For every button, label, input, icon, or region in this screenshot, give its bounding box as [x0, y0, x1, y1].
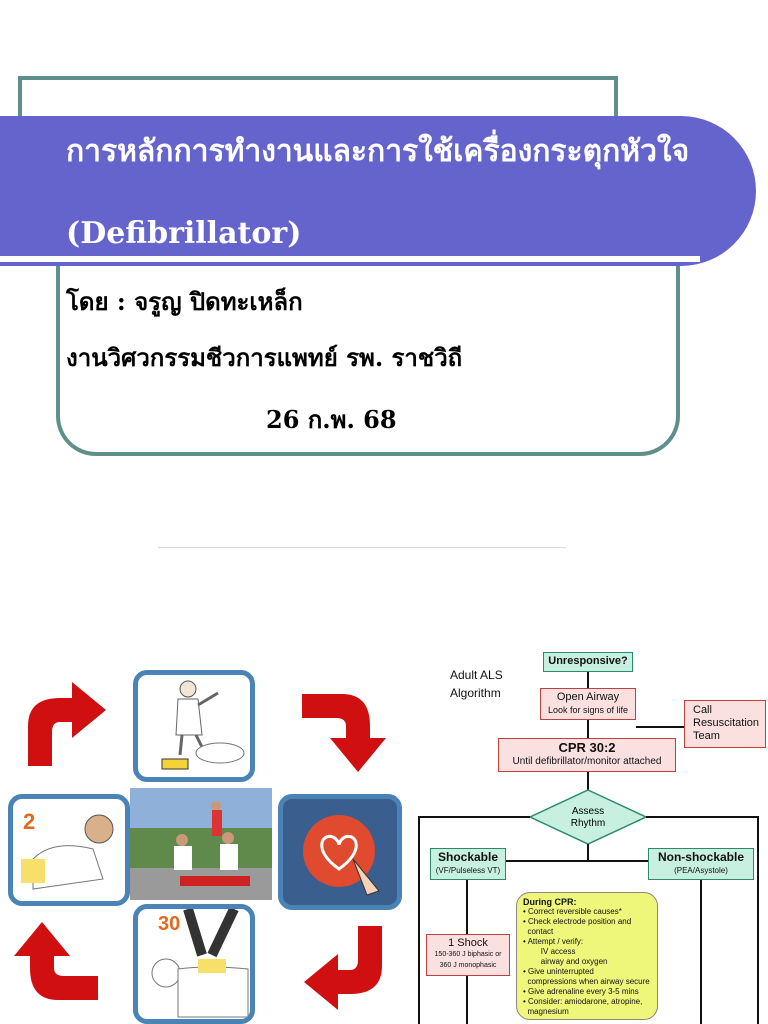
during-cpr-item: compressions when airway secure — [523, 977, 650, 986]
flow-line — [587, 672, 589, 688]
cpr-sub-label: Until defibrillator/monitor attached — [512, 756, 662, 767]
rescue-breath-icon — [21, 814, 114, 890]
title-banner — [0, 116, 756, 266]
compressions-count: 30 — [158, 913, 181, 935]
during-cpr-box: During CPR: • Correct reversible causes*… — [516, 892, 658, 1020]
node-nonshockable: Non-shockable (PEA/Asystole) — [648, 848, 754, 880]
during-cpr-item: • Give adrenaline every 3-5 mins — [523, 987, 639, 996]
node-shockable: Shockable (VF/Pulseless VT) — [430, 848, 506, 880]
call-team-line3: Team — [693, 730, 720, 742]
slide-title-line2: (Defibrillator) — [66, 216, 302, 251]
flow-line — [587, 720, 589, 738]
call-team-line2: Resuscitation — [693, 717, 760, 729]
slide-frame — [56, 240, 680, 456]
flow-line — [636, 726, 684, 728]
shockable-sub-label: (VF/Pulseless VT) — [435, 866, 501, 875]
flow-line — [466, 880, 468, 934]
node-shock: 1 Shock 150-360 J biphasic or 360 J mono… — [426, 934, 510, 976]
open-airway-label: Open Airway — [556, 691, 620, 703]
chest-compression-icon — [151, 909, 249, 1018]
during-cpr-title: During CPR: — [523, 897, 577, 907]
arrow-down-right-icon — [302, 694, 386, 772]
node-open-airway: Open Airway Look for signs of life — [540, 688, 636, 720]
during-cpr-item: magnesium — [523, 1007, 569, 1016]
flow-line — [646, 816, 758, 818]
flow-line — [418, 816, 530, 818]
node-unresponsive: Unresponsive? — [543, 652, 633, 672]
flow-line — [587, 772, 589, 790]
page-divider — [158, 547, 566, 548]
flow-line — [418, 816, 420, 1024]
cpr-photo — [130, 788, 272, 900]
flow-line — [757, 816, 759, 1024]
shock-sub-line2: 360 J monophasic — [439, 962, 497, 969]
during-cpr-item: IV access — [523, 947, 576, 956]
panel-rescue-breaths: 2 — [8, 794, 130, 906]
during-cpr-item: • Give uninterrupted — [523, 967, 594, 976]
arrow-up-left-icon — [14, 922, 98, 1000]
shockable-label: Shockable — [437, 850, 499, 864]
cpr-label: CPR 30:2 — [558, 740, 616, 755]
flow-line — [466, 976, 468, 1024]
person-check-icon — [161, 680, 245, 770]
cpr-cycle-graphic: 2 30 — [0, 668, 410, 1024]
assess-rhythm-label: Assess Rhythm — [528, 806, 648, 830]
flow-line — [700, 880, 702, 1024]
node-call-team: Call Resuscitation Team — [684, 700, 766, 748]
arrow-up-right-icon — [28, 682, 106, 766]
flow-line — [506, 860, 648, 862]
nonshockable-label: Non-shockable — [657, 850, 744, 864]
assess-line2: Rhythm — [570, 818, 606, 829]
call-team-line1: Call — [693, 704, 712, 716]
banner-divider — [0, 256, 700, 262]
signs-of-life-label: Look for signs of life — [547, 705, 629, 715]
arrow-down-left-icon — [304, 926, 382, 1010]
node-cpr: CPR 30:2 Until defibrillator/monitor att… — [498, 738, 676, 772]
during-cpr-item: airway and oxygen — [523, 957, 608, 966]
during-cpr-item: • Correct reversible causes* — [523, 907, 622, 916]
shock-label: 1 Shock — [448, 937, 488, 949]
panel-check-response — [133, 670, 255, 782]
als-label-line2: Algorithm — [450, 686, 501, 700]
department-line: งานวิศวกรรมชีวการแพทย์ รพ. ราชวิถี — [66, 343, 463, 372]
aed-heart-button-icon — [303, 815, 380, 896]
during-cpr-item: • Check electrode position and — [523, 917, 632, 926]
author-line: โดย : จรูญ ปิดทะเหล็ก — [66, 287, 303, 316]
panel-chest-compressions: 30 — [133, 904, 255, 1024]
cpr-scene-image — [130, 788, 272, 900]
flow-line — [587, 844, 589, 860]
shock-sub-line1: 150-360 J biphasic or — [434, 951, 502, 958]
assess-line1: Assess — [571, 806, 605, 817]
during-cpr-item: • Consider: amiodarone, atropine, — [523, 997, 643, 1006]
date-line: 26 ก.พ. 68 — [266, 405, 397, 434]
during-cpr-item: • Attempt / verify: — [523, 937, 584, 946]
breaths-count: 2 — [23, 809, 36, 834]
slide-frame-top — [18, 76, 618, 136]
als-label-line1: Adult ALS — [450, 668, 503, 682]
slide-title-line1: การหลักการทำงานและการใช้เครื่องกระตุกหัว… — [66, 134, 690, 169]
panel-aed — [278, 794, 402, 910]
during-cpr-item: contact — [523, 927, 554, 936]
nonshockable-sub-label: (PEA/Asystole) — [674, 866, 728, 875]
